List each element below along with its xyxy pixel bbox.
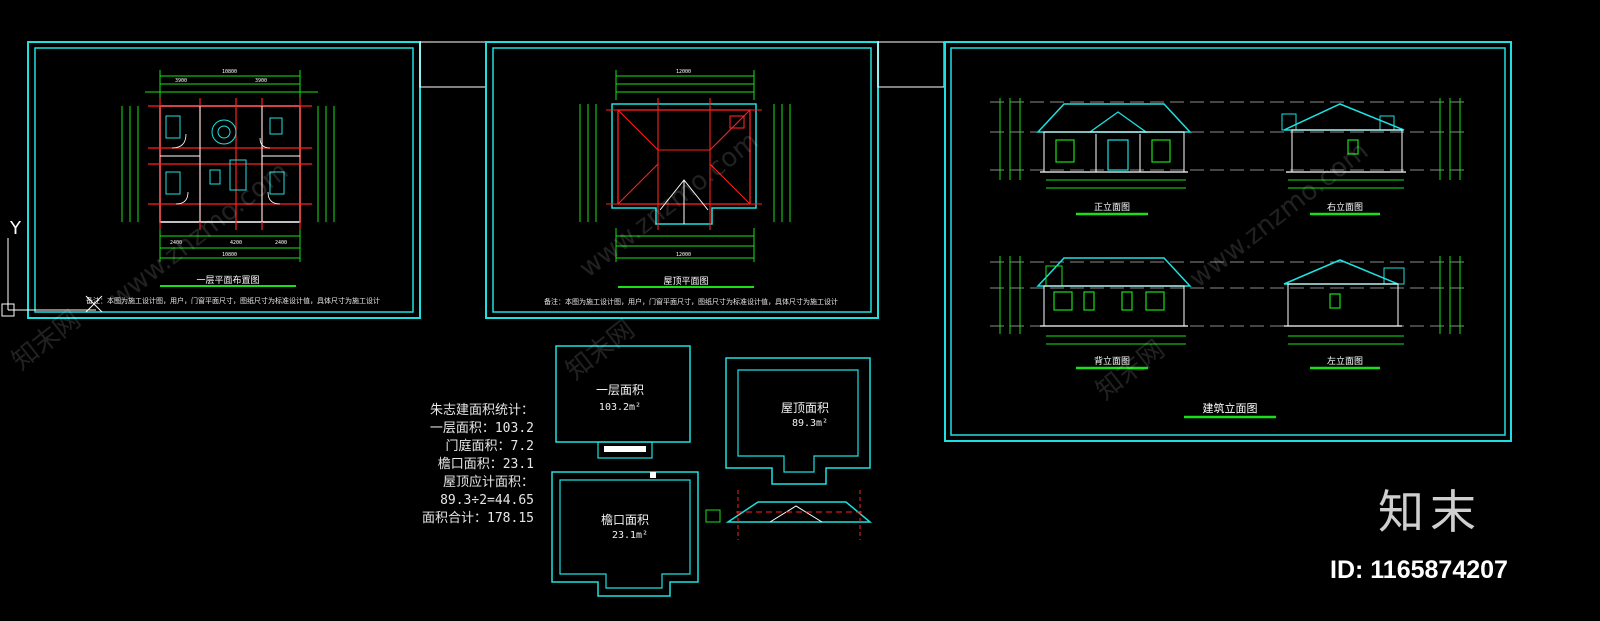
roof-plan-drawing: 12000 12000	[579, 69, 791, 288]
roof-section-sketch	[705, 490, 873, 540]
area-statistics: 朱志建面积统计： 一层面积：103.2 门庭面积：7.2 檐口面积：23.1 屋…	[422, 402, 534, 528]
left-elevation-title: 左立面图	[1327, 355, 1363, 367]
roof-plan-note: 备注：本图为施工设计图，用户，门窗平面尺寸，图纸尺寸为标准设计值，具体尺寸为施工…	[544, 297, 838, 306]
elevations-sheet-title: 建筑立面图	[1203, 401, 1258, 415]
first-floor-area-name: 一层面积	[596, 383, 644, 397]
svg-text:10800: 10800	[222, 69, 237, 75]
left-elevation	[1283, 259, 1405, 327]
right-elevation-title: 右立面图	[1327, 201, 1363, 213]
brand-id: ID: 1165874207	[1330, 556, 1508, 584]
first-floor-area-box[interactable]	[555, 345, 691, 459]
floor-plan-drawing: 10800 3900 3900 10800 2400 4200 2400	[121, 69, 335, 287]
area-stat-line: 檐口面积：23.1	[437, 457, 534, 472]
y-axis-label: Y	[9, 218, 22, 239]
elevation-level-marks	[999, 98, 1461, 345]
area-stat-line: 屋顶应计面积：	[442, 475, 534, 490]
svg-text:3900: 3900	[175, 78, 187, 84]
area-stats-heading: 朱志建面积统计：	[429, 403, 534, 418]
eaves-area-name: 檐口面积	[601, 513, 649, 527]
front-elevation	[1036, 103, 1192, 173]
first-floor-area-value: 103.2m²	[599, 402, 641, 413]
area-stat-line: 门庭面积：7.2	[445, 439, 534, 454]
eaves-area-value: 23.1m²	[612, 530, 648, 541]
brand-logo-text: 知末	[1378, 485, 1482, 539]
svg-text:2400: 2400	[275, 240, 287, 246]
floor-plan-note: 备注：本图为施工设计图，用户，门窗平面尺寸，图纸尺寸为标准设计值，具体尺寸为施工…	[86, 296, 380, 305]
svg-text:4200: 4200	[230, 240, 242, 246]
roof-area-box[interactable]	[725, 357, 871, 485]
area-stat-line: 一层面积：103.2	[429, 421, 534, 436]
ucs-axis-icon	[1, 238, 103, 317]
back-elevation	[1036, 257, 1192, 327]
svg-text:12000: 12000	[676, 69, 691, 75]
svg-text:2400: 2400	[170, 240, 182, 246]
right-elevation	[1281, 103, 1406, 173]
elevation-title-underlines	[1076, 212, 1380, 419]
roof-area-value: 89.3m²	[792, 418, 828, 429]
roof-area-name: 屋顶面积	[781, 401, 829, 415]
roof-plan-title: 屋顶平面图	[663, 276, 708, 287]
front-elevation-title: 正立面图	[1094, 201, 1130, 213]
elevations-sheet[interactable]	[944, 41, 1512, 442]
back-elevation-title: 背立面图	[1094, 355, 1130, 367]
svg-text:3900: 3900	[255, 78, 267, 84]
area-stat-line: 面积合计：178.15	[422, 511, 534, 526]
floor-plan-title: 一层平面布置图	[196, 274, 259, 286]
roof-plan-sheet[interactable]	[485, 41, 945, 319]
area-stat-line: 89.3÷2=44.65	[440, 493, 534, 508]
svg-text:10800: 10800	[222, 252, 237, 258]
eaves-area-box[interactable]	[551, 471, 699, 597]
svg-text:12000: 12000	[676, 252, 691, 258]
